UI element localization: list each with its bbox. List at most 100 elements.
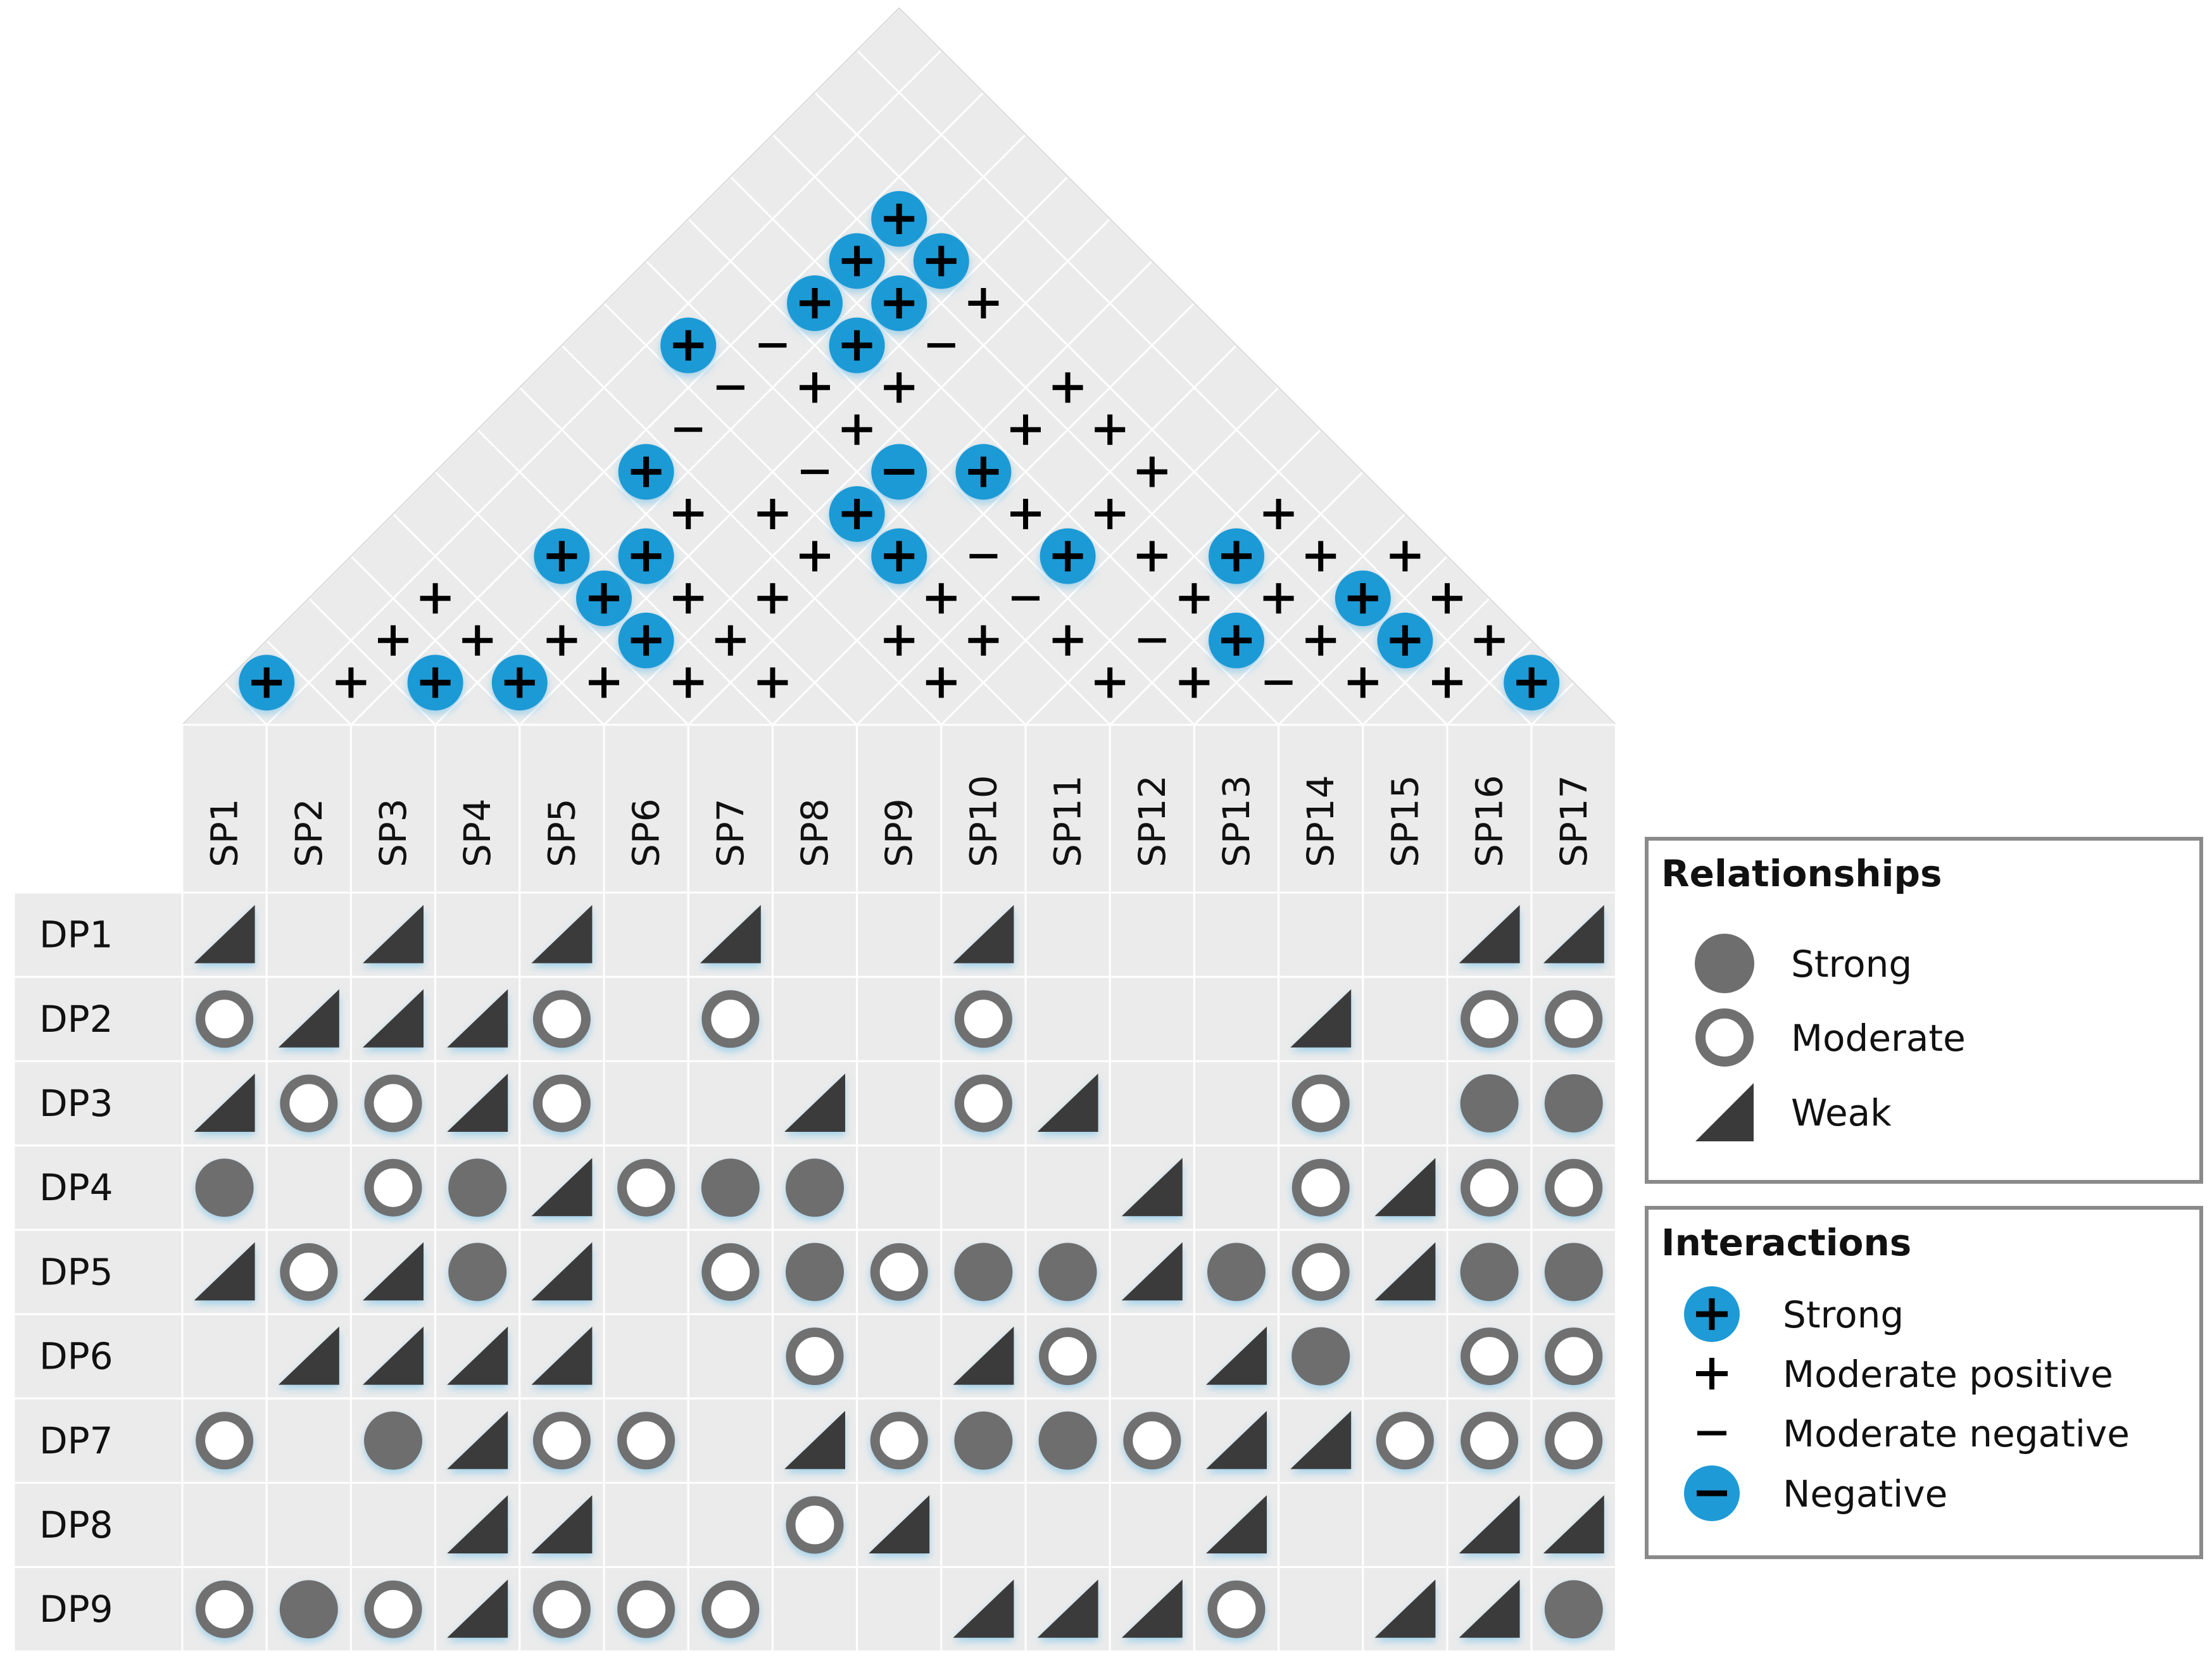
strong-negative-interaction-icon bbox=[1684, 1465, 1740, 1521]
roof-interaction-moderate-positive bbox=[800, 372, 830, 403]
moderate-relationship-mark bbox=[1291, 1158, 1350, 1217]
matrix-cell bbox=[940, 1144, 1027, 1231]
column-header-sp4: SP4 bbox=[434, 724, 521, 894]
roof-interaction-strong-positive bbox=[239, 655, 295, 711]
weak-relationship-mark bbox=[447, 1326, 508, 1385]
weak-relationship-mark bbox=[194, 1074, 255, 1132]
roof-gridline bbox=[266, 639, 352, 726]
moderate-relationship-mark bbox=[1291, 1074, 1350, 1132]
weak-relationship-mark bbox=[363, 1326, 424, 1385]
legend-label-moderate-positive: Moderate positive bbox=[1783, 1353, 2113, 1396]
matrix-cell bbox=[1193, 975, 1280, 1062]
row-label: DP5 bbox=[39, 1250, 113, 1293]
roof-gridline bbox=[688, 260, 1153, 726]
moderate-relationship-mark bbox=[1461, 990, 1519, 1048]
weak-relationship-mark bbox=[278, 1326, 339, 1385]
moderate-relationship-mark bbox=[1461, 1327, 1519, 1386]
roof-interaction-strong-positive bbox=[491, 655, 548, 711]
roof-gridline bbox=[561, 344, 942, 726]
roof-interaction-strong-positive bbox=[1209, 528, 1264, 584]
matrix-cell bbox=[1362, 975, 1448, 1062]
roof-interaction-moderate-positive bbox=[1136, 541, 1167, 572]
moderate-relationship-mark bbox=[1461, 1158, 1519, 1217]
weak-relationship-mark bbox=[1543, 905, 1604, 963]
moderate-relationship-mark bbox=[532, 1580, 591, 1638]
matrix-cell bbox=[349, 1481, 437, 1569]
roof-interaction-moderate-positive bbox=[968, 288, 999, 318]
moderate-relationship-mark bbox=[532, 990, 591, 1048]
weak-relationship-mark bbox=[1037, 1579, 1098, 1638]
roof-gridline bbox=[603, 302, 1027, 726]
roof-gridline bbox=[814, 91, 1448, 726]
matrix-cell bbox=[1024, 891, 1111, 978]
moderate-relationship-mark bbox=[1545, 1412, 1603, 1470]
moderate-relationship-mark bbox=[1376, 1412, 1434, 1470]
moderate-relationship-mark bbox=[532, 1412, 591, 1470]
matrix-cell bbox=[771, 975, 858, 1062]
column-header-sp10: SP10 bbox=[940, 724, 1027, 894]
matrix-cell bbox=[1362, 1481, 1448, 1569]
moderate-relationship-mark bbox=[1123, 1412, 1181, 1470]
weak-relationship-mark bbox=[194, 905, 255, 963]
roof-interaction-strong-positive bbox=[829, 317, 885, 373]
roof-interaction-strong-positive bbox=[1504, 655, 1560, 711]
column-label: SP15 bbox=[1383, 775, 1426, 867]
roof-interaction-moderate-positive bbox=[757, 583, 788, 614]
matrix-cell bbox=[181, 1313, 268, 1400]
moderate-relationship-mark bbox=[954, 990, 1012, 1048]
weak-relationship-mark bbox=[447, 989, 508, 1048]
roof-interaction-moderate-positive bbox=[1010, 414, 1041, 445]
matrix-cell bbox=[856, 891, 943, 978]
strong-relationship-mark bbox=[954, 1411, 1013, 1470]
column-label: SP10 bbox=[962, 775, 1005, 867]
roof-interaction-moderate-positive bbox=[926, 583, 957, 614]
moderate-relationship-mark bbox=[617, 1412, 676, 1470]
roof-gridline bbox=[223, 682, 268, 726]
legend-label-strong: Strong bbox=[1791, 943, 1913, 986]
moderate-relationship-mark bbox=[196, 1580, 254, 1638]
moderate-relationship-mark bbox=[364, 1074, 422, 1132]
roof-interaction-strong-positive bbox=[618, 528, 674, 584]
roof-interaction-moderate-positive bbox=[884, 625, 915, 656]
roof-gridline bbox=[477, 429, 774, 726]
row-label-cell bbox=[13, 1060, 184, 1147]
moderate-relationship-mark bbox=[617, 1158, 676, 1217]
weak-relationship-mark bbox=[1290, 1410, 1352, 1469]
roof-interaction-moderate-positive bbox=[1010, 499, 1041, 529]
roof-interaction-moderate-positive bbox=[1390, 541, 1421, 572]
column-header-sp8: SP8 bbox=[771, 724, 858, 894]
row-label: DP4 bbox=[39, 1166, 113, 1209]
roof-interaction-moderate-positive bbox=[336, 667, 367, 698]
moderate-relationship-mark bbox=[1039, 1327, 1097, 1386]
matrix-cell bbox=[687, 1481, 774, 1569]
weak-relationship-mark bbox=[1121, 1579, 1183, 1638]
row-label: DP3 bbox=[39, 1082, 113, 1125]
roof-gridline bbox=[1024, 429, 1322, 726]
roof-interaction-strong-positive bbox=[1377, 612, 1433, 668]
matrix-row-dp6: DP6 bbox=[13, 1313, 1617, 1400]
roof-gridline bbox=[350, 91, 984, 726]
roof-gridline bbox=[308, 598, 436, 726]
moderate-relationship-mark bbox=[1545, 1158, 1603, 1217]
roof-interaction-strong-positive bbox=[829, 233, 885, 289]
strong-positive-interaction-icon bbox=[1684, 1286, 1740, 1342]
matrix-cell bbox=[1109, 1060, 1195, 1147]
moderate-relationship-mark bbox=[280, 1074, 338, 1132]
roof-gridline bbox=[1531, 682, 1574, 726]
roof-interaction-strong-positive bbox=[618, 444, 674, 500]
matrix-cell bbox=[603, 975, 689, 1062]
roof-interaction-strong-positive bbox=[913, 233, 969, 289]
weak-relationship-mark bbox=[953, 1326, 1014, 1385]
legend-item-strong-interaction: Strong bbox=[1649, 1279, 2199, 1349]
weak-relationship-mark bbox=[278, 989, 339, 1048]
column-label: SP3 bbox=[372, 798, 415, 867]
strong-relationship-mark bbox=[195, 1158, 254, 1217]
matrix-cell bbox=[1193, 1144, 1280, 1231]
roof-interaction-moderate-positive bbox=[1095, 499, 1126, 529]
column-label: SP16 bbox=[1468, 775, 1511, 867]
matrix-cell bbox=[265, 1397, 352, 1484]
column-header-sp15: SP15 bbox=[1362, 724, 1448, 894]
roof-interaction-strong-positive bbox=[534, 528, 590, 584]
strong-relationship-icon bbox=[1695, 934, 1754, 993]
